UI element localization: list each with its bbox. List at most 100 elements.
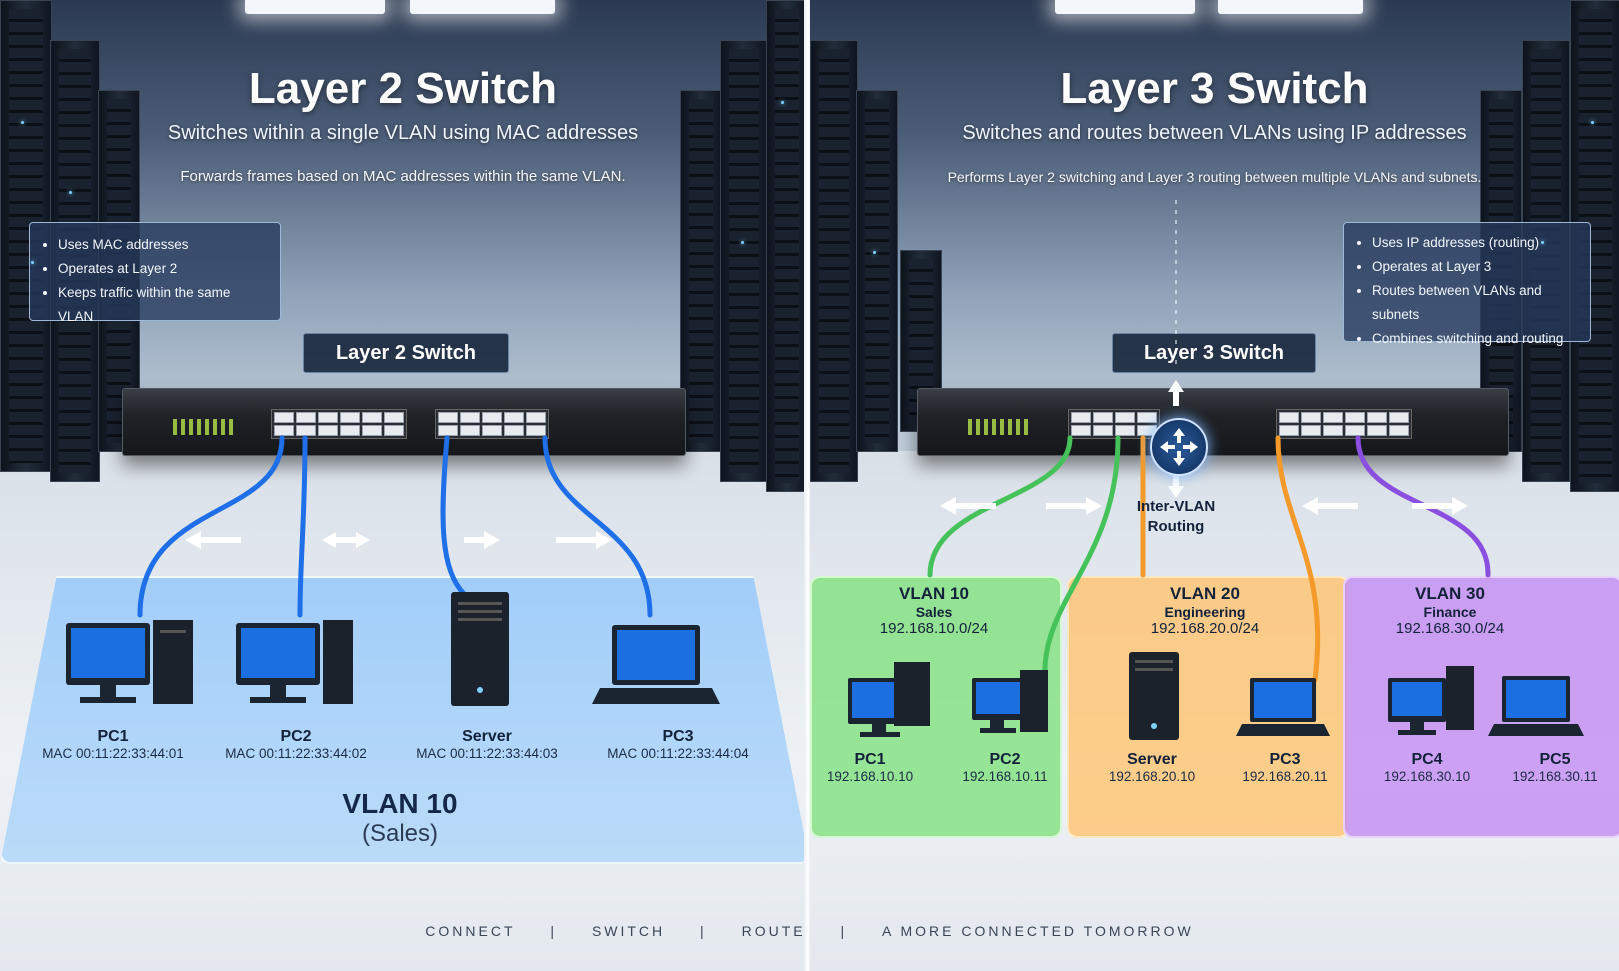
- ip-address: 192.168.10.10: [826, 769, 914, 784]
- ip-address: 192.168.30.11: [1512, 769, 1598, 784]
- device-name: PC2: [989, 751, 1021, 768]
- panel-title: Layer 2 Switch: [248, 64, 558, 113]
- footer-item: A MORE CONNECTED TOMORROW: [882, 923, 1194, 939]
- server-tower-icon: [451, 592, 509, 706]
- footer-separator: |: [840, 923, 848, 939]
- layer3-cables: [848, 200, 1584, 740]
- cable-pc2: [297, 435, 308, 618]
- footer-item: SWITCH: [591, 923, 666, 939]
- device-pc4: PC4 192.168.30.10: [1372, 751, 1482, 784]
- ceiling-light: [245, 0, 385, 14]
- server-tower-icon: [1129, 652, 1179, 740]
- ip-address: 192.168.20.10: [1108, 769, 1196, 784]
- cable-pc1: [137, 435, 285, 618]
- device-server: Server MAC 00:11:22:33:44:03: [409, 728, 565, 761]
- vlan-name: VLAN 10: [899, 584, 969, 603]
- ceiling-light: [1218, 0, 1363, 14]
- server-rack: [680, 90, 722, 452]
- footer-separator: |: [550, 923, 558, 939]
- vlan-20-header: VLAN 20 Engineering 192.168.20.0/24: [1110, 584, 1300, 637]
- mac-address: MAC 00:11:22:33:44:02: [225, 746, 367, 761]
- server-rack: [766, 0, 806, 492]
- server-rack: [720, 40, 768, 482]
- layer3-switch-device: [917, 388, 1509, 456]
- panel-subtitle: Switches within a single VLAN using MAC …: [167, 122, 639, 144]
- feature-item: Operates at Layer 2: [58, 257, 266, 281]
- feature-item: Operates at Layer 3: [1372, 255, 1576, 279]
- switch-label: Layer 2 Switch: [303, 333, 509, 373]
- device-pc1: PC1 192.168.10.10: [820, 751, 920, 784]
- cable-server: [440, 435, 468, 598]
- footer-item: CONNECT: [425, 923, 516, 939]
- ip-address: 192.168.10.11: [962, 769, 1048, 784]
- ceiling-light: [410, 0, 555, 14]
- desktop-pc-icon: [972, 670, 1048, 733]
- feature-item: Combines switching and routing: [1372, 327, 1576, 351]
- mac-address: MAC 00:11:22:33:44:03: [416, 746, 558, 761]
- vlan-30-header: VLAN 30 Finance 192.168.30.0/24: [1355, 584, 1545, 637]
- device-name: PC3: [1269, 751, 1301, 768]
- arrow-right-icon: [1046, 497, 1102, 515]
- switch-label: Layer 3 Switch: [1112, 333, 1316, 373]
- port-block: [1276, 409, 1412, 439]
- feature-item: Keeps traffic within the same VLAN: [58, 281, 266, 329]
- laptop-icon: [1488, 676, 1584, 736]
- desktop-pc-icon: [236, 620, 353, 704]
- panel-description: Performs Layer 2 switching and Layer 3 r…: [947, 169, 1482, 185]
- laptop-icon: [592, 625, 720, 704]
- device-pc2: PC2 MAC 00:11:22:33:44:02: [218, 728, 374, 761]
- device-name: PC5: [1539, 751, 1571, 768]
- layer2-panel: Layer 2 Switch Switches within a single …: [0, 0, 806, 971]
- vlan-name: VLAN 10: [342, 788, 458, 819]
- server-rack: [856, 90, 898, 452]
- device-pc5: PC5 192.168.30.11: [1500, 751, 1610, 784]
- footer-tagline: CONNECT | SWITCH | ROUTE | A MORE CONNEC…: [0, 923, 1619, 939]
- arrow-both-icon: [322, 532, 370, 548]
- vlan-subnet: 192.168.30.0/24: [1395, 620, 1505, 637]
- device-pc3: PC3 MAC 00:11:22:33:44:04: [598, 728, 758, 761]
- device-name: Server: [462, 728, 512, 745]
- vlan-10-header: VLAN 10 Sales 192.168.10.0/24: [854, 584, 1014, 637]
- status-leds: [173, 419, 233, 435]
- arrow-left-icon: [1302, 497, 1358, 515]
- cable-vlan20-pc3: [1275, 435, 1321, 683]
- device-pc2: PC2 192.168.10.11: [950, 751, 1060, 784]
- device-name: PC2: [280, 728, 312, 745]
- vlan-subnet: 192.168.20.0/24: [1150, 620, 1260, 637]
- panel-subtitle: Switches and routes between VLANs using …: [962, 122, 1467, 144]
- cable-pc3: [542, 435, 653, 618]
- arrow-up-icon: [1168, 380, 1184, 406]
- traffic-arrows: [940, 380, 1468, 515]
- footer-item: ROUTE: [741, 923, 806, 939]
- desktop-pc-icon: [66, 620, 193, 704]
- arrow-right-icon: [1412, 497, 1468, 515]
- arrow-left-icon: [185, 531, 241, 549]
- layer2-switch-device: [122, 388, 686, 456]
- layer3-panel: Layer 3 Switch Switches and routes betwe…: [810, 0, 1619, 971]
- arrow-down-icon: [1168, 472, 1184, 498]
- device-pc1: PC1 MAC 00:11:22:33:44:01: [35, 728, 191, 761]
- laptop-icon: [1236, 678, 1330, 736]
- routing-line1: Inter-VLAN: [1136, 498, 1216, 515]
- device-name: Server: [1127, 751, 1177, 768]
- vlan-subnet: 192.168.10.0/24: [879, 620, 989, 637]
- feature-item: Routes between VLANs and subnets: [1372, 279, 1576, 327]
- routing-line2: Routing: [1147, 518, 1205, 535]
- desktop-pc-icon: [1388, 666, 1474, 735]
- arrow-right-icon: [464, 531, 500, 549]
- vlan-dept: Sales: [915, 604, 953, 620]
- ceiling-light: [1055, 0, 1195, 14]
- mac-address: MAC 00:11:22:33:44:01: [42, 746, 184, 761]
- panel-divider: [804, 0, 812, 971]
- feature-item: Uses IP addresses (routing): [1372, 231, 1576, 255]
- vlan-dept: Engineering: [1164, 604, 1246, 620]
- status-leds: [968, 419, 1028, 435]
- inter-vlan-routing-label: Inter-VLAN Routing: [1116, 497, 1236, 537]
- arrow-right-icon: [556, 531, 612, 549]
- device-name: PC4: [1411, 751, 1443, 768]
- vlan-name: VLAN 20: [1170, 584, 1240, 603]
- vlan-label: VLAN 10 (Sales): [280, 788, 520, 848]
- footer-separator: |: [700, 923, 707, 939]
- features-box: Uses IP addresses (routing) Operates at …: [1343, 222, 1591, 346]
- mac-address: MAC 00:11:22:33:44:04: [607, 746, 749, 761]
